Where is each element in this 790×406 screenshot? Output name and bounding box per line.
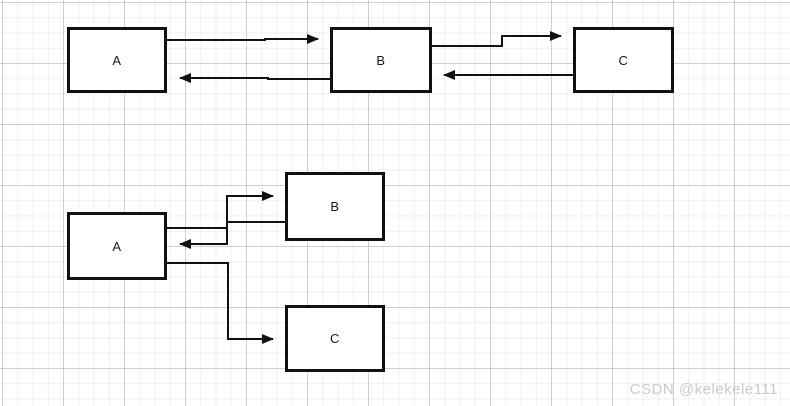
node-label: B [376, 52, 386, 68]
node-bottom-c[interactable]: C [285, 305, 385, 372]
node-label: C [330, 331, 340, 346]
node-label: A [112, 238, 122, 254]
edge-bottom-a-to-c[interactable] [167, 262, 274, 344]
watermark-text: CSDN @kelekele111 [629, 381, 778, 398]
node-label: C [618, 52, 629, 68]
node-top-c[interactable]: C [573, 27, 674, 93]
edge-bottom-a-to-b[interactable] [167, 191, 274, 229]
node-label: B [330, 199, 340, 214]
edge-top-b-to-c[interactable] [432, 31, 562, 47]
node-top-a[interactable]: A [67, 27, 167, 93]
node-bottom-a[interactable]: A [67, 212, 167, 280]
edge-top-a-to-b[interactable] [167, 34, 319, 44]
node-top-b[interactable]: B [330, 27, 432, 93]
node-bottom-b[interactable]: B [285, 172, 385, 241]
node-label: A [112, 52, 122, 68]
